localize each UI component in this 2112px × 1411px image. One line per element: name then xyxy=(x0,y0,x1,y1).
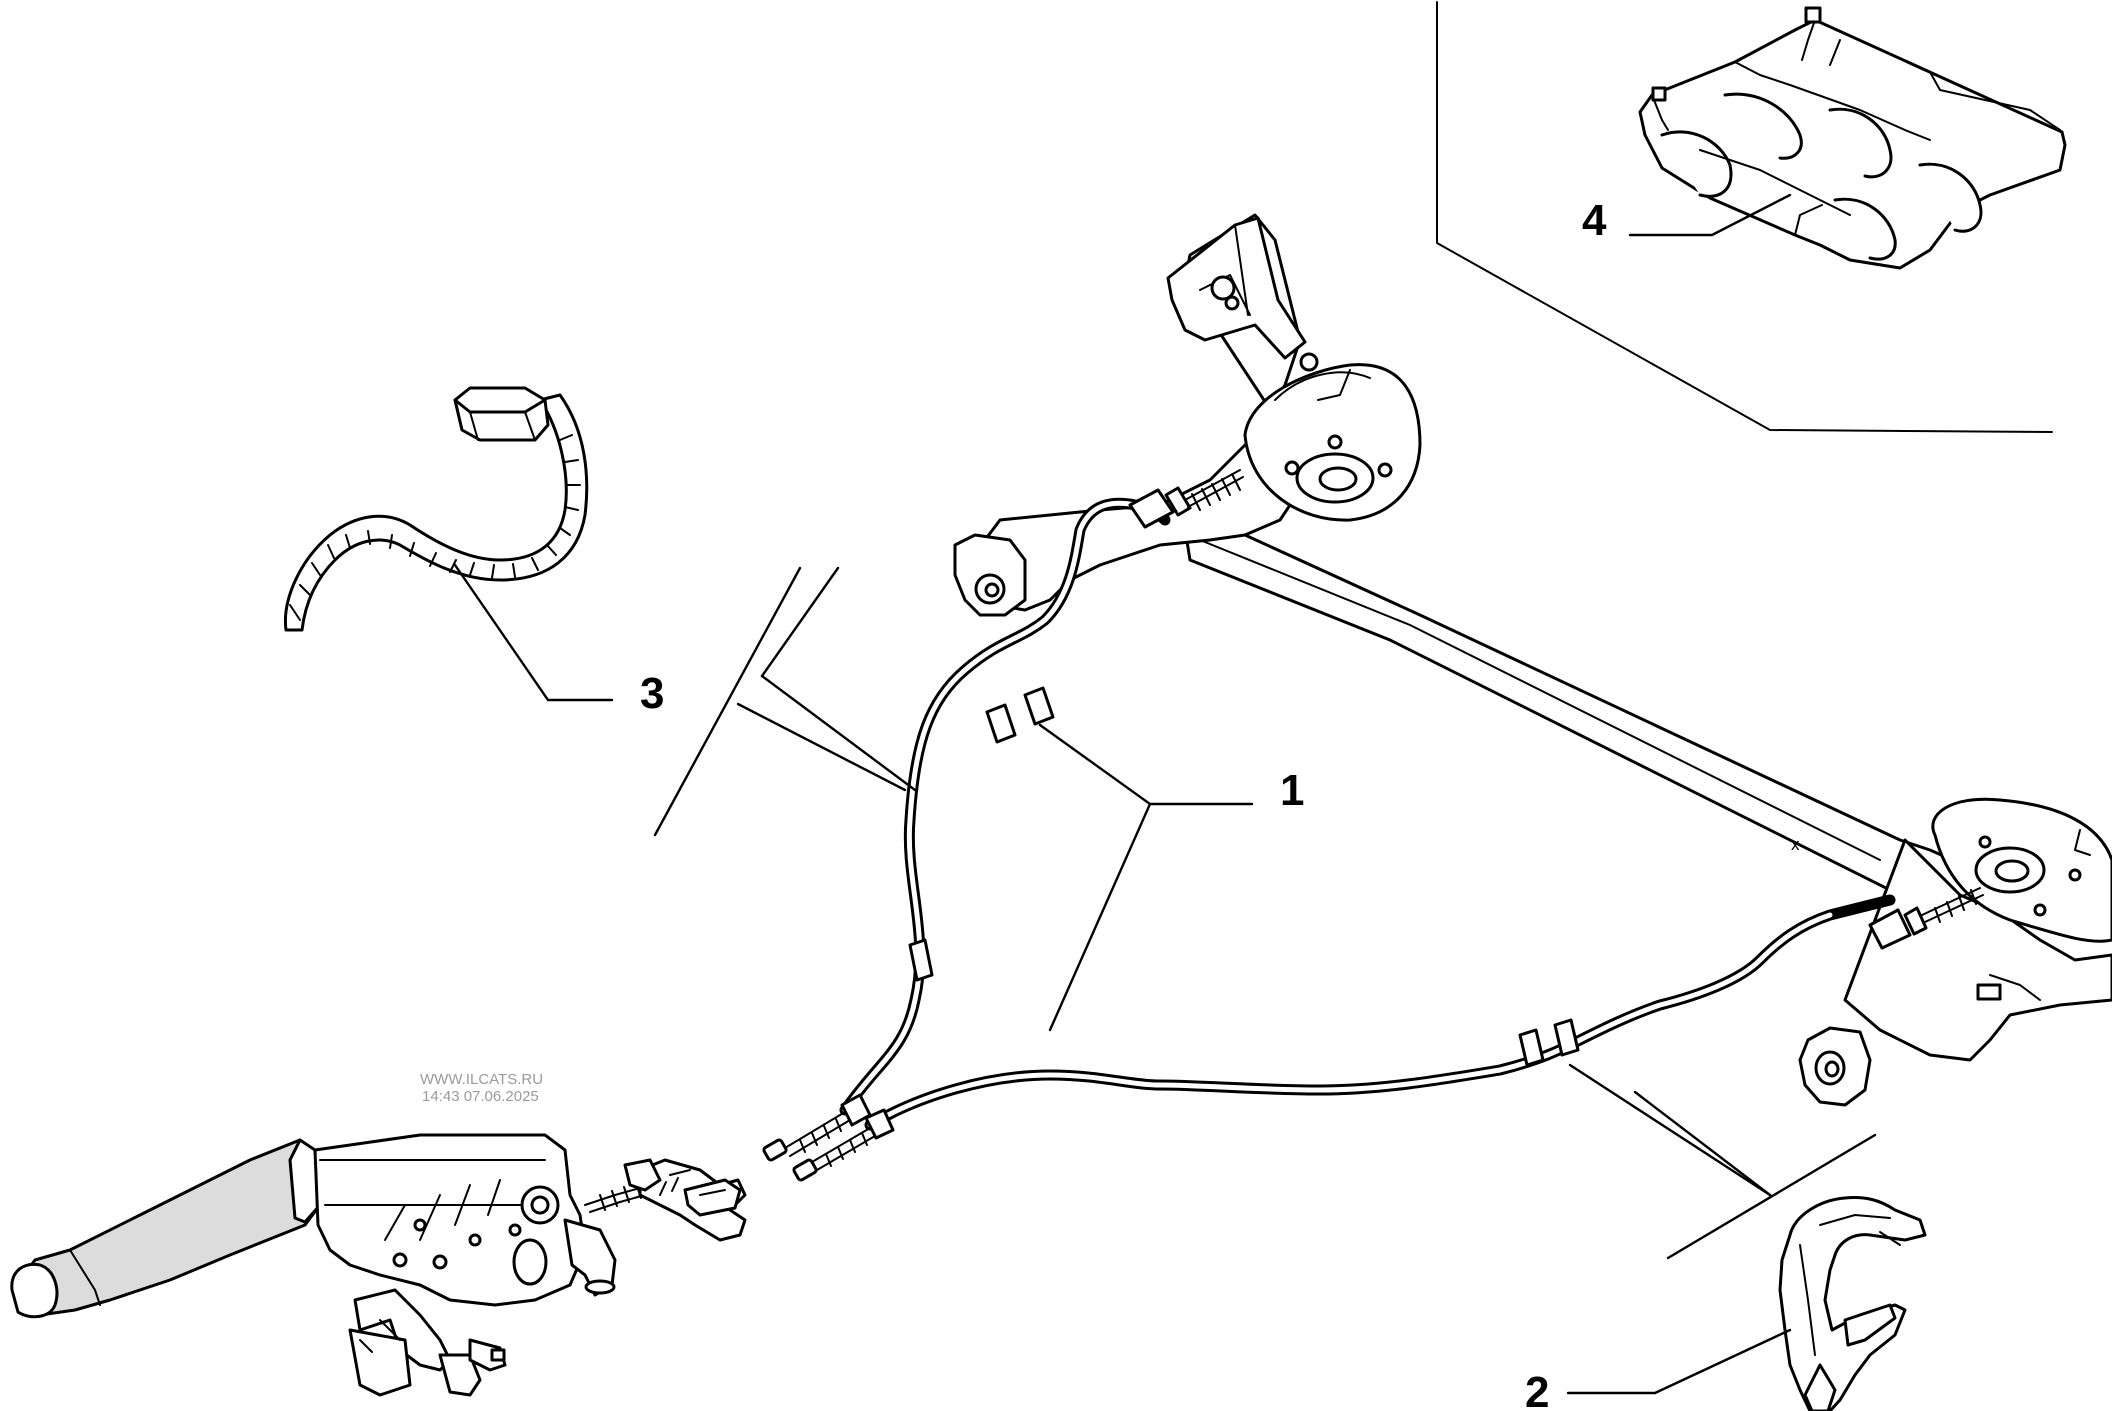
handbrake-lever-assembly xyxy=(10,1133,747,1397)
callout-1: 1 xyxy=(1280,766,1304,815)
part-1-right-brake-cable xyxy=(792,887,1984,1182)
part-4-cable-guard xyxy=(1638,6,2067,270)
callout-labels: 1 2 3 4 xyxy=(640,196,1607,1411)
rear-axle-beam: x xyxy=(953,213,2112,1107)
callout-2: 2 xyxy=(1525,1368,1549,1411)
part-1-left-brake-cable xyxy=(762,469,1244,1162)
callout-3: 3 xyxy=(640,669,664,718)
watermark-site: WWW.ILCATS.RU xyxy=(420,1071,543,1088)
inset-frame xyxy=(1436,1,2053,433)
watermark: WWW.ILCATS.RU 14:43 07.06.2025 xyxy=(420,1071,543,1105)
callout-4: 4 xyxy=(1582,196,1607,245)
axle-reference-mark: x xyxy=(1791,835,1800,854)
leader-lines xyxy=(453,193,1877,1395)
part-3-cable-tie xyxy=(283,386,589,632)
watermark-timestamp: 14:43 07.06.2025 xyxy=(422,1088,539,1105)
part-2-cable-clip xyxy=(1778,1196,1927,1411)
